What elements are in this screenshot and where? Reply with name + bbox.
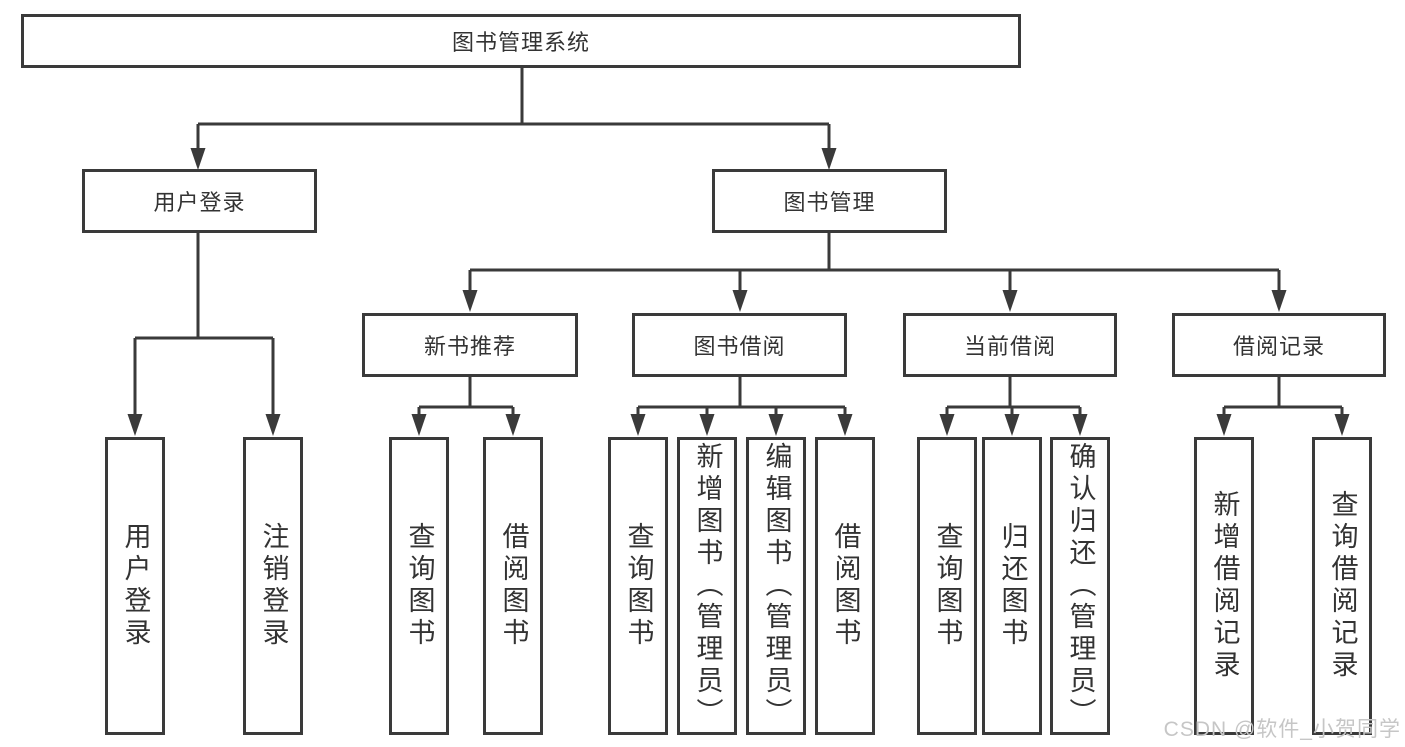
- csdn-watermark: CSDN @软件_小贺同学: [1163, 718, 1401, 741]
- node-label: 图书管理: [783, 190, 876, 215]
- node-label: 借阅记录: [1232, 334, 1325, 359]
- leaf-label: 借阅图书: [498, 522, 529, 650]
- node-label: 新书推荐: [423, 334, 516, 359]
- leaf-query-books-recommend: 查询图书: [389, 437, 449, 735]
- node-book-management: 图书管理: [712, 169, 947, 233]
- leaf-edit-books-admin: 编辑图书（管理员）: [746, 437, 806, 735]
- node-library-management-system: 图书管理系统: [21, 14, 1021, 68]
- leaf-label: 编辑图书（管理员）: [761, 442, 792, 730]
- node-user-login-branch: 用户登录: [82, 169, 317, 233]
- leaf-return-books: 归还图书: [982, 437, 1042, 735]
- leaf-label: 查询借阅记录: [1327, 490, 1358, 682]
- leaf-query-borrow-record: 查询借阅记录: [1312, 437, 1372, 735]
- leaf-label: 查询图书: [404, 522, 435, 650]
- leaf-label: 新增图书（管理员）: [692, 442, 723, 730]
- leaf-query-books-borrowing: 查询图书: [608, 437, 668, 735]
- leaf-add-books-admin: 新增图书（管理员）: [677, 437, 737, 735]
- leaf-label: 确认归还（管理员）: [1065, 442, 1096, 730]
- node-label: 用户登录: [153, 190, 246, 215]
- leaf-query-books-current: 查询图书: [917, 437, 977, 735]
- node-label: 图书借阅: [693, 334, 786, 359]
- leaf-label: 注销登录: [258, 522, 289, 650]
- node-borrowing-records: 借阅记录: [1172, 313, 1386, 377]
- arrowheads: [127, 148, 1350, 436]
- leaf-label: 新增借阅记录: [1209, 490, 1240, 682]
- leaf-label: 查询图书: [623, 522, 654, 650]
- leaf-label: 借阅图书: [830, 522, 861, 650]
- leaf-logout: 注销登录: [243, 437, 303, 735]
- node-current-borrowing: 当前借阅: [903, 313, 1117, 377]
- leaf-user-login: 用户登录: [105, 437, 165, 735]
- leaf-borrow-books-recommend: 借阅图书: [483, 437, 543, 735]
- node-new-book-recommendation: 新书推荐: [362, 313, 578, 377]
- node-label: 当前借阅: [963, 334, 1056, 359]
- leaf-add-borrow-record: 新增借阅记录: [1194, 437, 1254, 735]
- leaf-borrow-books: 借阅图书: [815, 437, 875, 735]
- leaf-label: 查询图书: [932, 522, 963, 650]
- node-label: 图书管理系统: [451, 30, 590, 55]
- node-book-borrowing: 图书借阅: [632, 313, 847, 377]
- leaf-label: 用户登录: [120, 522, 151, 650]
- leaf-label: 归还图书: [997, 522, 1028, 650]
- leaf-confirm-return-admin: 确认归还（管理员）: [1050, 437, 1110, 735]
